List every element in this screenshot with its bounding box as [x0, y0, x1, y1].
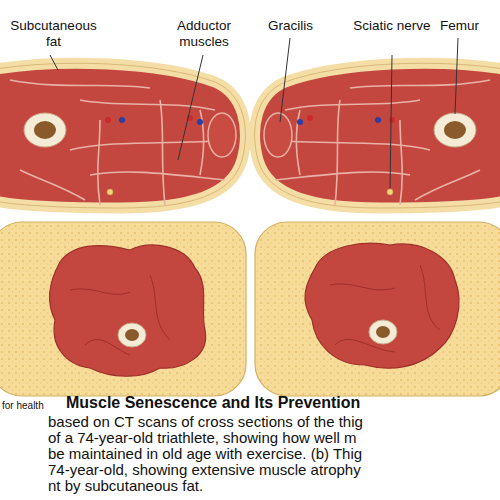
- part-label: Sciatic nerve: [352, 18, 432, 34]
- source-note: for health: [2, 400, 44, 412]
- fit-thigh: [255, 63, 500, 208]
- caption-line: based on CT scans of cross sections of t…: [48, 413, 363, 430]
- caption-line: 74-year-old, showing extensive muscle at…: [48, 461, 361, 478]
- fat-thigh: [255, 222, 500, 396]
- leader-lines: [50, 38, 458, 188]
- caption-line: be maintained in old age with exercise. …: [48, 445, 362, 462]
- figure-title: Muscle Senescence and Its Prevention: [66, 394, 360, 412]
- part-label: Adductor muscles: [158, 18, 250, 49]
- atrophied-muscle: [50, 245, 206, 376]
- caption-line: nt by subcutaneous fat.: [48, 477, 203, 494]
- part-label: Subcutaneous fat: [6, 18, 101, 49]
- caption-line: of a 74-year-old triathlete, showing how…: [48, 429, 356, 446]
- fat-thigh: [0, 222, 246, 396]
- part-label: Femur: [440, 18, 479, 34]
- part-label: Gracilis: [268, 18, 313, 34]
- fit-thigh: [0, 63, 245, 208]
- atrophied-muscle: [305, 243, 459, 368]
